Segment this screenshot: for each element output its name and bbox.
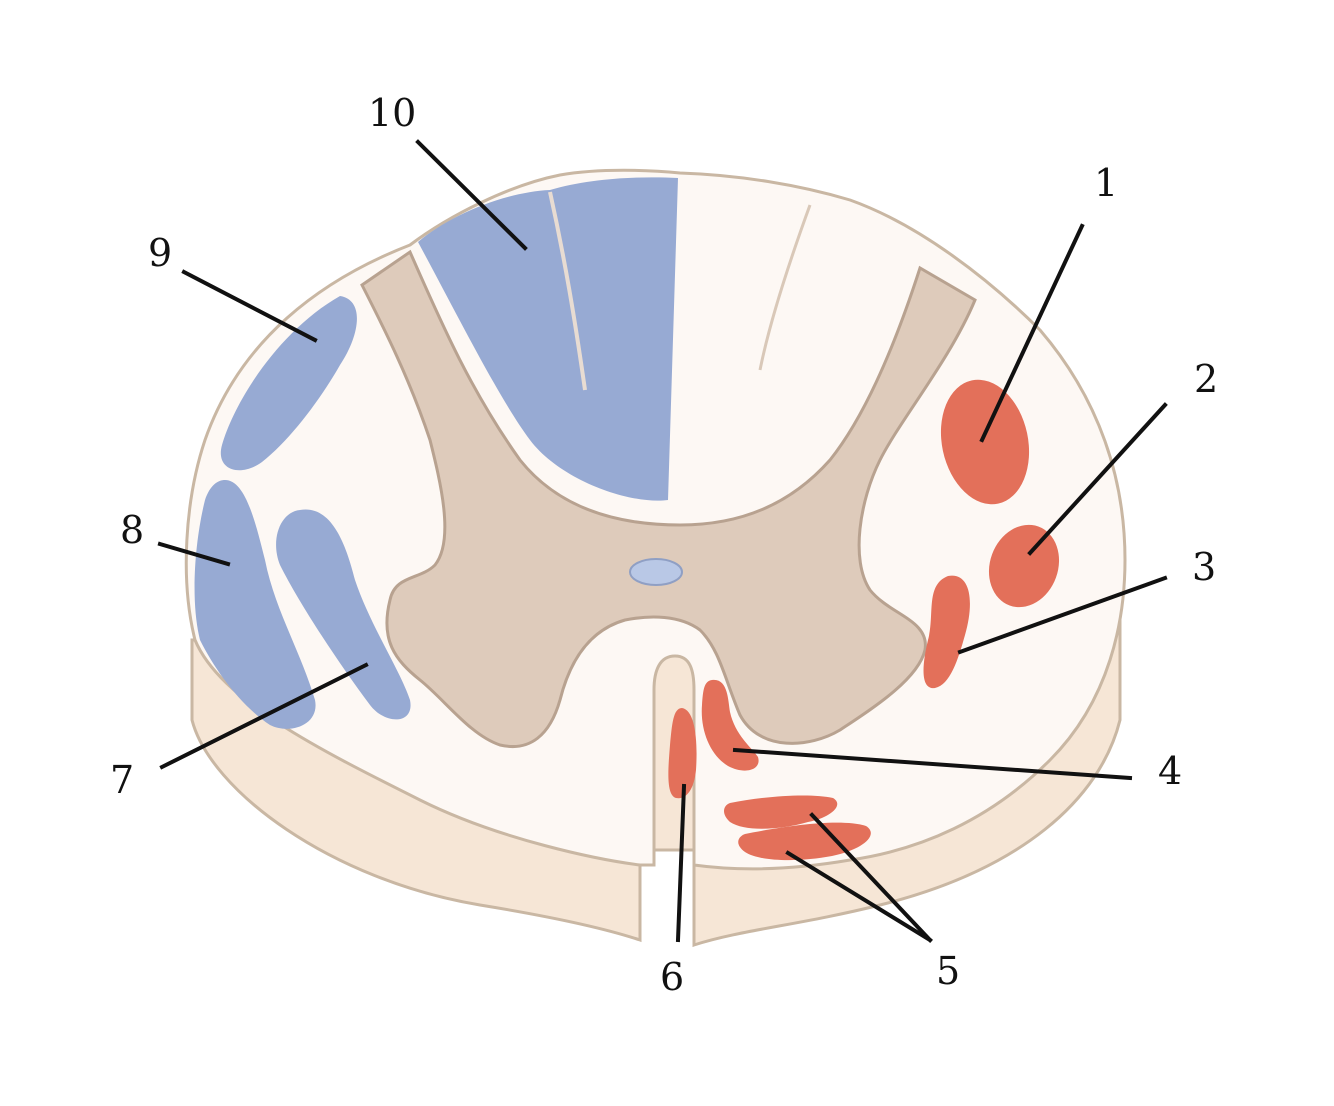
- label-8: 8: [120, 508, 144, 552]
- tract-8: [194, 480, 316, 729]
- tract-2: [988, 524, 1060, 608]
- leader-line-4: [732, 747, 1133, 781]
- tract-7: [276, 509, 411, 720]
- tract-4: [701, 679, 759, 771]
- dorsal-septum-left: [548, 191, 587, 391]
- leader-line-3: [957, 575, 1168, 655]
- label-1: 1: [1094, 161, 1118, 205]
- label-9: 9: [148, 231, 172, 275]
- label-4: 4: [1158, 749, 1182, 793]
- leader-line-6: [675, 783, 687, 943]
- leader-line-5b: [785, 850, 933, 943]
- leader-line-10: [415, 139, 528, 251]
- label-7: 7: [110, 758, 134, 802]
- dorsal-septum-right: [758, 204, 812, 371]
- leader-line-9: [181, 269, 318, 343]
- leader-line-8: [157, 541, 231, 567]
- tract-1: [940, 379, 1030, 505]
- leader-line-2: [1027, 402, 1168, 556]
- label-3: 3: [1192, 545, 1216, 589]
- grey-matter: [360, 249, 977, 748]
- tract-3: [923, 575, 970, 689]
- tract-6: [668, 708, 697, 799]
- tract-10-dorsal-column: [418, 177, 678, 501]
- label-10: 10: [368, 91, 416, 135]
- label-6: 6: [660, 955, 684, 999]
- tract-5-lower: [738, 822, 871, 861]
- leader-line-7: [159, 662, 369, 770]
- label-5: 5: [936, 949, 960, 993]
- tract-5-upper: [724, 795, 838, 829]
- leader-line-5a: [809, 812, 933, 943]
- central-canal: [629, 558, 683, 586]
- tract-9: [220, 296, 357, 471]
- label-2: 2: [1194, 357, 1218, 401]
- leader-line-1: [979, 223, 1085, 443]
